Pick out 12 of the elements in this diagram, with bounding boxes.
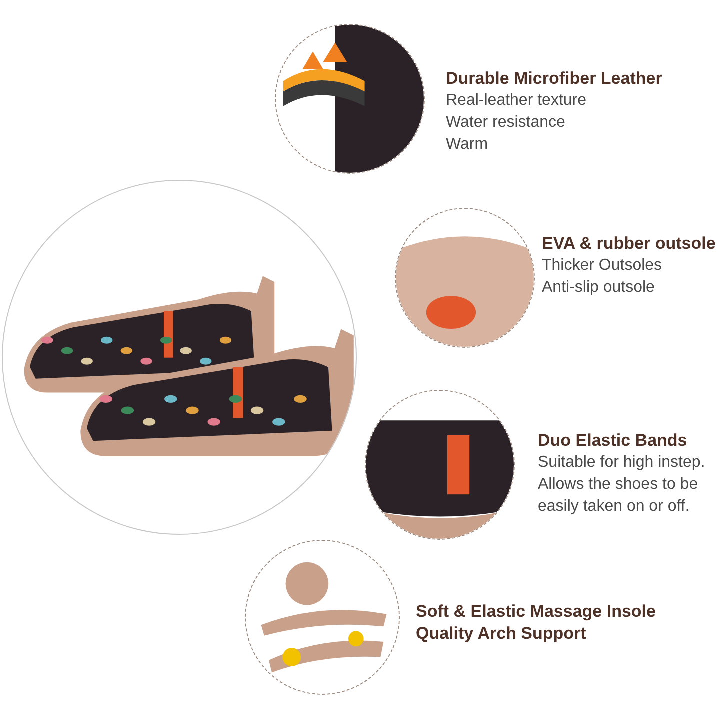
feature-text: Warm	[446, 135, 490, 155]
feature-heading: EVA & rubber outsole	[542, 233, 717, 255]
feature-text: Water resistance	[446, 113, 566, 133]
feature-text: Allows the shoes to be easily taken on or off.	[538, 475, 700, 517]
feature-heading: Soft & Elastic Massage Insole	[416, 601, 657, 623]
feature-text: Anti-slip outsole	[542, 278, 656, 298]
feature-text: Thicker Outsoles	[542, 256, 664, 276]
feature-text: Real-leather texture	[446, 91, 588, 111]
feature-text: Suitable for high instep.	[538, 453, 706, 473]
feature-heading: Duo Elastic Bands	[538, 430, 688, 452]
feature-heading: Durable Microfiber Leather	[446, 68, 664, 90]
feature-heading: Quality Arch Support	[416, 623, 588, 645]
